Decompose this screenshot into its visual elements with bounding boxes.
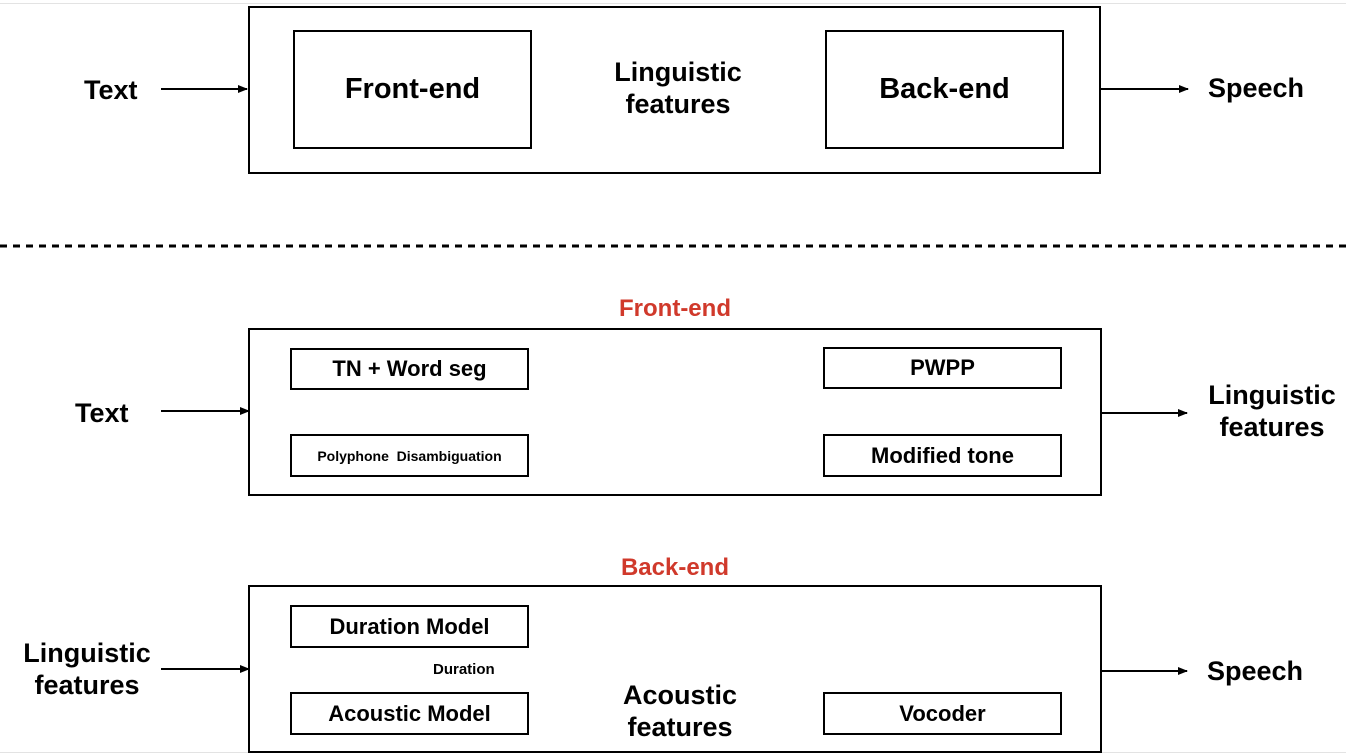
overview-frontend-box: Front-end: [293, 30, 532, 149]
overview-input-text: Text: [84, 75, 138, 105]
overview-backend-box: Back-end: [825, 30, 1064, 149]
frontend-output-label: Linguistic features: [1194, 379, 1346, 444]
backend-input-label: Linguistic features: [10, 637, 164, 702]
frontend-title: Front-end: [619, 295, 731, 322]
top-border-line: [0, 3, 1346, 4]
vocoder-box: Vocoder: [823, 692, 1062, 735]
acoustic-features-label: Acoustic features: [599, 679, 761, 744]
overview-middle-line2: features: [625, 89, 731, 120]
overview-middle-line1: Linguistic: [614, 57, 742, 87]
overview-middle-label: Linguistic features: [595, 56, 761, 121]
polyphone-disambiguation-box: Polyphone Disambiguation: [290, 434, 529, 477]
pwpp-box: PWPP: [823, 347, 1062, 389]
modified-tone-box: Modified tone: [823, 434, 1062, 477]
acoustic-features-line1: Acoustic: [622, 680, 738, 710]
frontend-input-text: Text: [75, 398, 129, 428]
backend-input-line1: Linguistic: [23, 638, 151, 668]
acoustic-model-box: Acoustic Model: [290, 692, 529, 735]
backend-input-line2: features: [34, 670, 140, 701]
duration-edge-label: Duration: [433, 661, 495, 678]
overview-output-speech: Speech: [1208, 73, 1305, 103]
backend-title: Back-end: [620, 554, 730, 581]
tn-word-seg-box: TN + Word seg: [290, 348, 529, 390]
frontend-output-line1: Linguistic: [1208, 380, 1336, 410]
duration-model-box: Duration Model: [290, 605, 529, 648]
acoustic-features-line2: features: [627, 712, 733, 743]
backend-output-speech: Speech: [1207, 656, 1304, 686]
frontend-output-line2: features: [1219, 412, 1325, 443]
